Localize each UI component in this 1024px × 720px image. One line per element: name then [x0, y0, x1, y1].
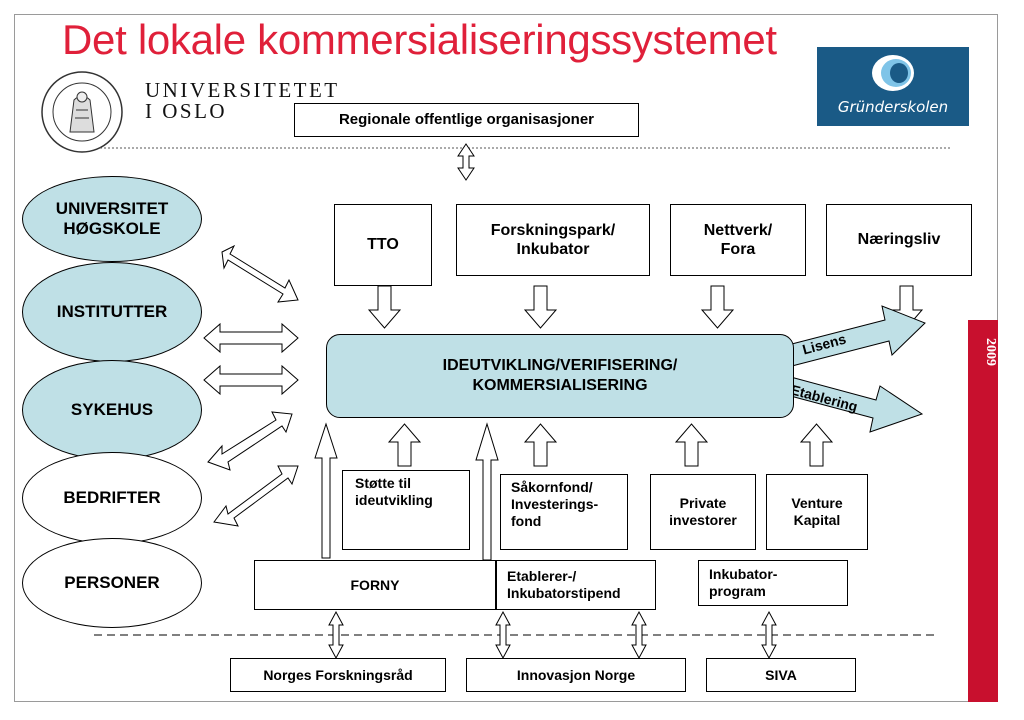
ellipse-personer: PERSONER: [22, 538, 202, 628]
box-etablerer: Etablerer-/ Inkubatorstipend: [496, 560, 656, 610]
box-forskningspark: Forskningspark/ Inkubator: [456, 204, 650, 276]
ellipse-bedrifter: BEDRIFTER: [22, 452, 202, 544]
box-venture: Venture Kapital: [766, 474, 868, 550]
box-nettverk: Nettverk/ Fora: [670, 204, 806, 276]
center-ideutvikling: IDEUTVIKLING/VERIFISERING/ KOMMERSIALISE…: [326, 334, 794, 418]
regional-organisations-box: Regionale offentlige organisasjoner: [294, 103, 639, 137]
box-inkubator: Inkubator- program: [698, 560, 848, 606]
box-stotte: Støtte til ideutvikling: [342, 470, 470, 550]
box-naeringsliv: Næringsliv: [826, 204, 972, 276]
uio-line-2: I OSLO: [145, 99, 228, 123]
ellipse-institutter: INSTITUTTER: [22, 262, 202, 362]
grunderskolen-logo: Gründerskolen: [817, 47, 969, 126]
ellipse-sykehus: SYKEHUS: [22, 360, 202, 460]
uio-seal-logo: [41, 71, 123, 153]
box-forskningsrad: Norges Forskningsråd: [230, 658, 446, 692]
box-forny: FORNY: [254, 560, 496, 610]
box-siva: SIVA: [706, 658, 856, 692]
box-sakornfond: Såkornfond/ Investerings- fond: [500, 474, 628, 550]
wave-icon: [872, 55, 914, 91]
year-label: 2009: [983, 338, 998, 366]
box-tto: TTO: [334, 204, 432, 286]
box-innovasjon: Innovasjon Norge: [466, 658, 686, 692]
uio-wordmark: UNIVERSITETET I OSLO: [145, 80, 340, 122]
ellipse-universitet: UNIVERSITET HØGSKOLE: [22, 176, 202, 262]
grunderskolen-text: Gründerskolen: [837, 98, 949, 116]
box-private: Private investorer: [650, 474, 756, 550]
year-bar: 2009: [968, 320, 998, 702]
uio-line-1: UNIVERSITETET: [145, 78, 340, 102]
slide-title: Det lokale kommersialiseringssystemet: [62, 16, 777, 63]
